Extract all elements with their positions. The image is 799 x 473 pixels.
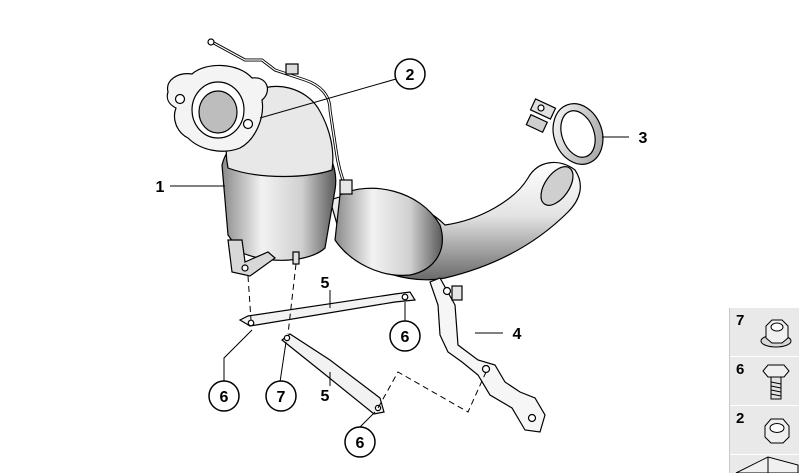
callout-6-center: 6 — [389, 320, 421, 352]
catalytic-converter-part — [166, 38, 581, 281]
strut-upper-part — [238, 291, 417, 327]
flange-nut-icon — [760, 319, 792, 348]
callout-6-left: 6 — [208, 380, 240, 412]
callout-5-upper-label: 5 — [321, 275, 330, 292]
callout-3: 3 — [639, 130, 648, 147]
bracket-part — [429, 277, 546, 433]
callout-3-label: 3 — [639, 130, 648, 147]
legend-item-hex-nut: 2 — [730, 406, 799, 455]
legend-number: 6 — [736, 361, 745, 378]
fastener-legend: 7 6 2 — [729, 308, 799, 473]
hex-nut-icon — [764, 418, 790, 444]
callout-1: 1 — [156, 179, 165, 196]
callout-5-upper: 5 — [321, 275, 330, 292]
callout-4-label: 4 — [513, 326, 522, 343]
callout-1-label: 1 — [156, 179, 165, 196]
legend-item-hex-bolt: 6 — [730, 357, 799, 406]
callout-2-label: 2 — [406, 67, 415, 84]
callout-6-center-label: 6 — [401, 329, 410, 346]
leader-lines — [170, 78, 629, 428]
legend-item-partial — [730, 455, 799, 473]
legend-number: 2 — [736, 410, 745, 427]
clamp-part — [525, 98, 604, 165]
callout-5-lower-label: 5 — [321, 388, 330, 405]
hex-bolt-icon — [762, 364, 790, 400]
callout-6-bottom: 6 — [344, 426, 376, 458]
strut-lower-part — [281, 333, 385, 415]
callout-2: 2 — [394, 58, 426, 90]
callout-6-bottom-label: 6 — [356, 435, 365, 452]
callout-6-left-label: 6 — [220, 389, 229, 406]
gasket-icon — [735, 456, 799, 473]
legend-number: 7 — [736, 312, 745, 329]
callout-4: 4 — [513, 326, 522, 343]
callout-7: 7 — [265, 380, 297, 412]
legend-item-flange-nut: 7 — [730, 308, 799, 357]
callout-7-label: 7 — [277, 389, 286, 406]
assembly-guide-lines — [247, 263, 487, 413]
callout-5-lower: 5 — [321, 388, 330, 405]
